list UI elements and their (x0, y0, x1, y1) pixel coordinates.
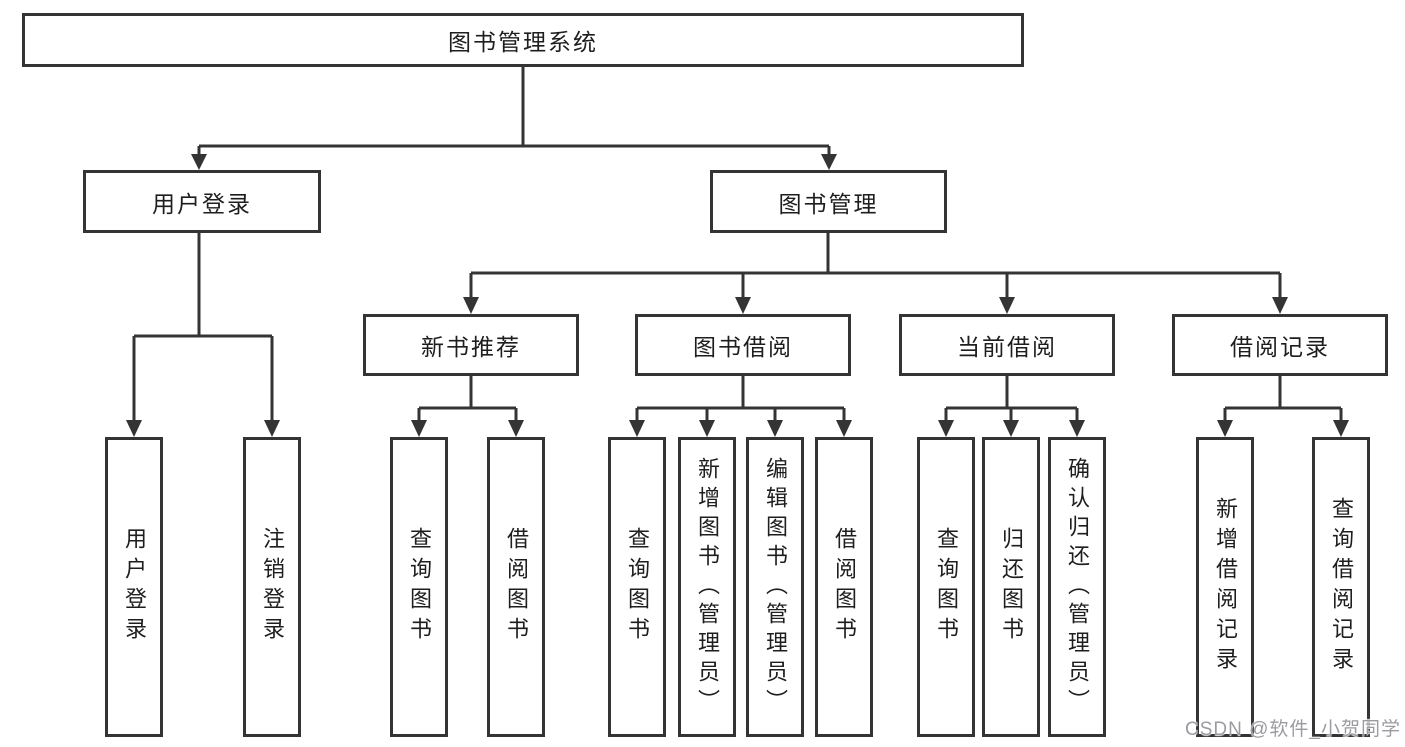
arrowhead-icon (1069, 420, 1085, 437)
arrowhead-icon (463, 297, 479, 314)
node-borrow-records: 借阅记录 (1172, 314, 1388, 376)
arrowhead-icon (836, 420, 852, 437)
leaf-borrow-books: 借阅图书 (815, 437, 873, 737)
leaf-query-books-recommend: 查询图书 (390, 437, 448, 737)
leaf-borrow-books-recommend: 借阅图书 (487, 437, 545, 737)
leaf-return-books: 归还图书 (982, 437, 1040, 737)
arrowhead-icon (1217, 420, 1233, 437)
node-book-borrowing: 图书借阅 (635, 314, 851, 376)
arrowhead-icon (629, 420, 645, 437)
leaf-add-borrow-record: 新增借阅记录 (1196, 437, 1254, 737)
leaf-user-login: 用户登录 (105, 437, 163, 737)
leaf-logout: 注销登录 (243, 437, 301, 737)
node-current-borrowing: 当前借阅 (899, 314, 1115, 376)
arrowhead-icon (1333, 420, 1349, 437)
leaf-add-books-admin: 新增图书（管理员） (678, 437, 736, 737)
connector-borrow-to-leaves (629, 376, 852, 437)
node-book-management: 图书管理 (710, 170, 947, 233)
arrowhead-icon (821, 154, 837, 170)
arrowhead-icon (411, 420, 427, 437)
leaf-confirm-return-admin: 确认归还（管理员） (1048, 437, 1106, 737)
node-new-book-recommend: 新书推荐 (363, 314, 579, 376)
arrowhead-icon (508, 420, 524, 437)
node-user-login: 用户登录 (83, 170, 321, 233)
arrowhead-icon (126, 420, 142, 437)
arrowhead-icon (1003, 420, 1019, 437)
leaf-edit-books-admin: 编辑图书（管理员） (746, 437, 804, 737)
arrowhead-icon (767, 420, 783, 437)
node-root-library-system: 图书管理系统 (22, 13, 1024, 67)
arrowhead-icon (735, 297, 751, 314)
connector-login-to-leaves (126, 233, 280, 437)
arrowhead-icon (938, 420, 954, 437)
connector-newbook-to-leaves (411, 376, 524, 437)
connector-records-to-leaves (1217, 376, 1349, 437)
csdn-watermark: CSDN @软件_小贺同学 (1185, 719, 1401, 740)
arrowhead-icon (1272, 297, 1288, 314)
leaf-query-books-borrow: 查询图书 (608, 437, 666, 737)
connector-root-to-level1 (191, 67, 837, 170)
leaf-query-books-current: 查询图书 (917, 437, 975, 737)
arrowhead-icon (999, 297, 1015, 314)
arrowhead-icon (264, 420, 280, 437)
leaf-query-borrow-record: 查询借阅记录 (1312, 437, 1370, 737)
connector-mgmt-to-level2 (463, 233, 1288, 314)
arrowhead-icon (699, 420, 715, 437)
arrowhead-icon (191, 154, 207, 170)
connector-current-to-leaves (938, 376, 1085, 437)
